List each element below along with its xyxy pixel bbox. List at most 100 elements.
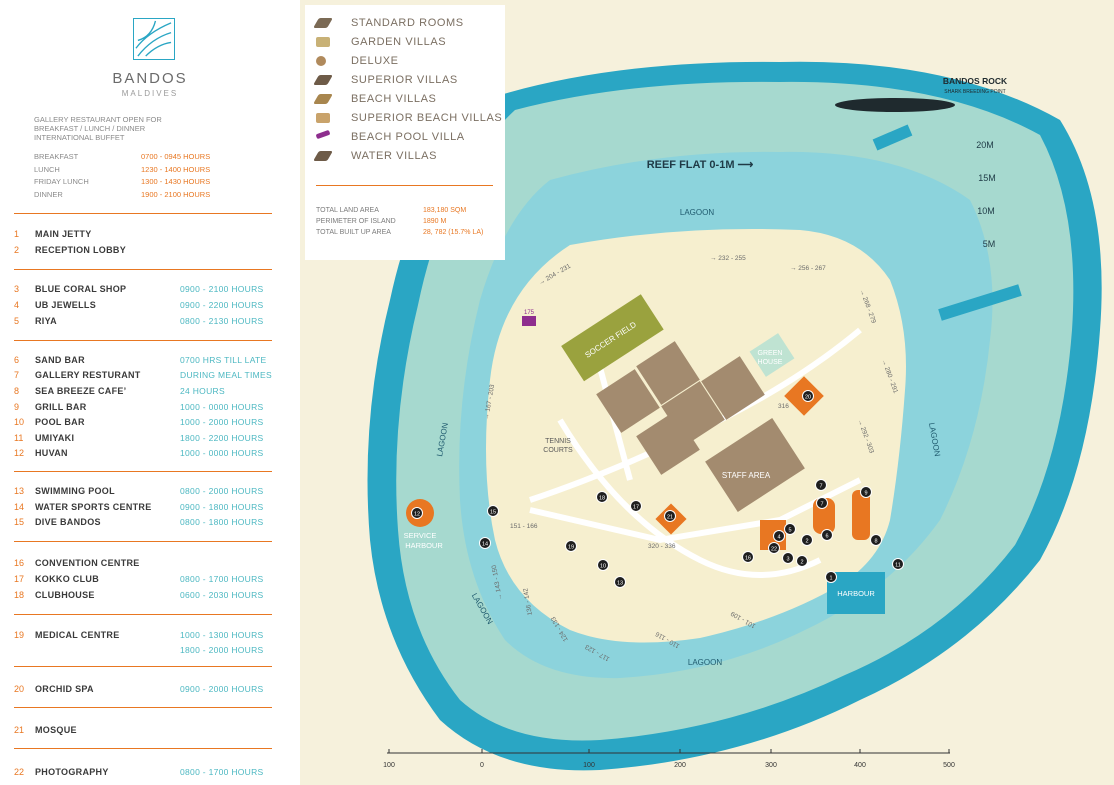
legend-label: WATER VILLAS xyxy=(351,150,438,162)
sidebar: BANDOS MALDIVES GALLERY RESTAURANT OPEN … xyxy=(0,0,300,785)
location-marker[interactable]: 5 xyxy=(784,523,796,535)
location-marker[interactable]: 11 xyxy=(892,558,904,570)
section-divider xyxy=(14,471,272,472)
location-name: RIYA xyxy=(35,316,57,326)
marker-dot xyxy=(821,529,833,541)
location-number: 16 xyxy=(14,558,25,568)
location-number: 14 xyxy=(14,502,25,512)
location-number: 3 xyxy=(14,284,20,294)
scale-label: 500 xyxy=(943,762,955,769)
gallery-note: GALLERY RESTAURANT OPEN FOR BREAKFAST / … xyxy=(34,115,162,142)
reef-channel xyxy=(872,124,1022,321)
section-divider xyxy=(14,614,272,615)
location-marker[interactable]: 12 xyxy=(411,507,423,519)
location-name: KOKKO CLUB xyxy=(35,574,99,584)
location-marker[interactable]: 14 xyxy=(479,537,491,549)
meal-hours: 1300 - 1430 HOURS xyxy=(141,177,211,186)
service-harbour-label-2: HARBOUR xyxy=(405,541,443,550)
location-number: 5 xyxy=(14,316,20,326)
location-marker[interactable]: 6 xyxy=(821,529,833,541)
green-house xyxy=(749,333,795,377)
location-marker[interactable]: 3 xyxy=(782,552,794,564)
staff-label: STAFF AREA xyxy=(722,471,771,480)
location-name: PHOTOGRAPHY xyxy=(35,767,109,777)
marker-number: 14 xyxy=(482,542,488,548)
location-hours: 0800 - 2130 HOURS xyxy=(180,316,264,326)
scale-label: 200 xyxy=(674,762,686,769)
marker-dot xyxy=(565,540,577,552)
marker-number: 16 xyxy=(745,556,751,562)
stat-value: 1890 M xyxy=(423,218,447,225)
location-marker[interactable]: 13 xyxy=(614,576,626,588)
depth-label: 10M xyxy=(977,206,995,216)
marker-dot xyxy=(773,530,785,542)
legend-label: BEACH VILLAS xyxy=(351,93,437,105)
location-number: 22 xyxy=(14,767,25,777)
location-hours: 1800 - 2200 HOURS xyxy=(180,433,264,443)
location-hours: 1000 - 2000 HOURS xyxy=(180,417,264,427)
meal-label: BREAKFAST xyxy=(34,152,79,161)
marker-dot xyxy=(825,571,837,583)
room-range: 151 - 166 xyxy=(510,523,538,530)
location-marker[interactable]: 16 xyxy=(742,551,754,563)
marker-number: 4 xyxy=(777,535,780,541)
legend-label: DELUXE xyxy=(351,55,399,67)
location-marker[interactable]: 1 xyxy=(825,571,837,583)
depth-label: 5M xyxy=(983,239,996,249)
location-marker[interactable]: 7 xyxy=(816,497,828,509)
location-number: 9 xyxy=(14,402,20,412)
marker-number: 7 xyxy=(819,484,822,490)
rock-sub: SHARK BREEDING POINT xyxy=(944,89,1005,95)
location-marker[interactable]: 21 xyxy=(664,510,676,522)
location-marker[interactable]: 4 xyxy=(773,530,785,542)
marker-dot xyxy=(487,505,499,517)
room-range: → 232 - 255 xyxy=(710,255,746,262)
location-number: 8 xyxy=(14,386,20,396)
location-marker[interactable]: 2 xyxy=(796,555,808,567)
marker-number: 8 xyxy=(874,539,877,545)
marker-number: 12 xyxy=(414,512,420,518)
location-marker[interactable]: 15 xyxy=(487,505,499,517)
tennis-label: TENNIS xyxy=(545,438,571,445)
dots-icon xyxy=(316,113,330,123)
green-house-label: GREEN xyxy=(758,350,783,357)
depth-label: 20M xyxy=(976,140,994,150)
location-marker[interactable]: 19 xyxy=(565,540,577,552)
location-marker[interactable]: 7 xyxy=(815,479,827,491)
legend-divider xyxy=(316,185,493,186)
scale-label: 100 xyxy=(383,762,395,769)
location-name: UMIYAKI xyxy=(35,433,75,443)
location-name: RECEPTION LOBBY xyxy=(35,245,127,255)
location-marker[interactable]: 22 xyxy=(768,542,780,554)
tennis-label-2: COURTS xyxy=(543,447,573,454)
location-hours: 24 HOURS xyxy=(180,386,225,396)
location-marker[interactable]: 2 xyxy=(801,534,813,546)
location-marker[interactable]: 8 xyxy=(870,534,882,546)
location-name: UB JEWELLS xyxy=(35,300,97,310)
building-blocks xyxy=(596,341,805,512)
location-marker[interactable]: 9 xyxy=(860,486,872,498)
location-marker[interactable]: 18 xyxy=(596,491,608,503)
marker-dot xyxy=(742,551,754,563)
location-marker[interactable]: 17 xyxy=(630,500,642,512)
location-number: 20 xyxy=(14,684,25,694)
soccer-field xyxy=(561,294,664,382)
meal-hours: 1900 - 2100 HOURS xyxy=(141,190,211,199)
location-number: 11 xyxy=(14,433,24,443)
location-name: SWIMMING POOL xyxy=(35,486,115,496)
location-hours: 0800 - 2000 HOURS xyxy=(180,486,264,496)
marker-dot xyxy=(815,479,827,491)
location-hours: DURING MEAL TIMES xyxy=(180,370,273,380)
location-number: 1 xyxy=(14,229,20,239)
scale-label: 0 xyxy=(480,762,484,769)
location-marker[interactable]: 10 xyxy=(597,559,609,571)
legend-label: SUPERIOR VILLAS xyxy=(351,74,458,86)
location-hours: 0700 HRS TILL LATE xyxy=(180,355,267,365)
location-number: 12 xyxy=(14,448,25,458)
location-marker[interactable]: 20 xyxy=(802,390,814,402)
stat-label: TOTAL BUILT UP AREA xyxy=(316,229,391,236)
meal-hours: 0700 - 0945 HOURS xyxy=(141,152,211,161)
location-number: 13 xyxy=(14,486,25,496)
location-name: SEA BREEZE CAFE’ xyxy=(35,386,127,396)
